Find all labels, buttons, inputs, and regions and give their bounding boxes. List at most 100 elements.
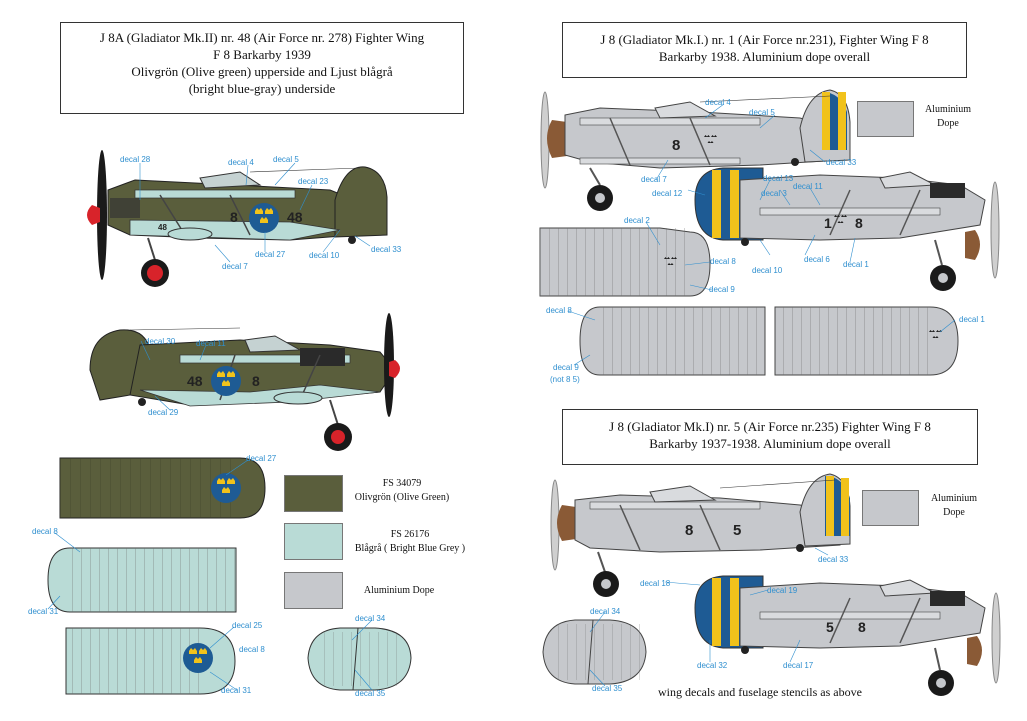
wing-olive-top — [59, 457, 266, 519]
left-title-line2: F 8 Barkarby 1939 — [213, 47, 311, 62]
code-1-a: 1 — [824, 215, 832, 231]
swatch-aluminium-name: Aluminium Dope — [363, 585, 435, 596]
wing-blue-lower-1 — [47, 547, 237, 613]
swatch-blue-grey — [284, 523, 343, 560]
wing-alu-1-lower-right — [774, 306, 959, 376]
right-bottom-title-line1: J 8 (Gladiator Mk.I) nr. 5 (Air Force nr… — [609, 419, 931, 434]
decal-label: decal 25 — [232, 621, 263, 630]
right-bottom-title-box: J 8 (Gladiator Mk.I) nr. 5 (Air Force nr… — [562, 409, 978, 465]
decal-label: decal 34 — [355, 614, 386, 623]
swatch-aluminium-top-line2: Dope — [937, 118, 959, 129]
swatch-blue-grey-text: FS 26176 Blågrå ( Bright Blue Grey ) — [340, 528, 480, 556]
decal-label: decal 31 — [221, 686, 252, 695]
decal-label: decal 29 — [148, 408, 179, 417]
left-title-box: J 8A (Gladiator Mk.II) nr. 48 (Air Force… — [60, 22, 464, 114]
decal-label: decal 6 — [804, 255, 830, 264]
left-title-line1: J 8A (Gladiator Mk.II) nr. 48 (Air Force… — [99, 30, 425, 45]
plane-alu-5-side-b: 5 8 — [694, 575, 1001, 696]
decal-label: decal 1 — [959, 315, 985, 324]
decal-label: decal 1 — [843, 260, 869, 269]
decal-label: decal 8 — [239, 645, 265, 654]
decal-label: decal 7 — [641, 175, 667, 184]
code-5-b: 5 — [826, 619, 834, 635]
decal-label: decal 34 — [590, 607, 621, 616]
code-8-a: 8 — [230, 209, 238, 225]
decal-label: decal 5 — [273, 155, 299, 164]
swatch-olive-code: FS 34079 — [382, 478, 422, 489]
tailplane-alu — [542, 619, 647, 685]
swatch-aluminium-bottom — [862, 490, 919, 526]
decal-leader-lines — [47, 103, 956, 691]
decal-label: decal 33 — [818, 555, 849, 564]
decal-label: decal 7 — [222, 262, 248, 271]
swatch-aluminium-bottom-line1: Aluminium — [930, 493, 978, 504]
decal-label: decal 35 — [355, 689, 386, 698]
left-title-line4: (bright blue-gray) underside — [188, 81, 336, 96]
code-8-f: 8 — [858, 619, 866, 635]
plane-alu-1-side-a: 8 — [540, 89, 851, 211]
swatch-olive-text: FS 34079 Olivgrön (Olive Green) — [342, 477, 462, 505]
decal-label: decal 32 — [697, 661, 728, 670]
swatch-olive-name: Olivgrön (Olive Green) — [354, 492, 450, 503]
decal-label: decal 33 — [371, 245, 402, 254]
swatch-blue-grey-code: FS 26176 — [390, 529, 430, 540]
decal-label: (not 8 5) — [550, 375, 580, 384]
decal-label: decal 19 — [767, 586, 798, 595]
code-8-e: 8 — [685, 522, 693, 539]
decal-label: decal 13 — [763, 174, 794, 183]
wing-alu-1-upper — [539, 227, 711, 297]
code-48-a: 48 — [287, 209, 303, 225]
swatch-aluminium-top — [857, 101, 914, 137]
plane-alu-1-side-b: 1 8 — [694, 167, 1000, 291]
decal-label: decal 23 — [298, 177, 329, 186]
decal-label: decal 17 — [783, 661, 814, 670]
right-top-title-line1: J 8 (Gladiator Mk.I.) nr. 1 (Air Force n… — [600, 32, 929, 47]
plane-alu-5-side-a: 8 5 — [550, 473, 851, 597]
decal-label: decal 4 — [705, 98, 731, 107]
decal-label: decal 9 — [709, 285, 735, 294]
swatch-aluminium-top-text: Aluminium Dope — [916, 103, 980, 131]
decal-label: decal 3 — [761, 189, 787, 198]
decal-label: decal 11 — [196, 339, 226, 348]
decal-label: decal 12 — [652, 189, 683, 198]
decal-label: decal 31 — [28, 607, 59, 616]
swatch-blue-grey-name: Blågrå ( Bright Blue Grey ) — [354, 543, 466, 554]
swatch-aluminium-text: Aluminium Dope — [344, 584, 454, 598]
code-8-c: 8 — [672, 137, 680, 154]
plane-olive-side-1: 8 48 48 — [87, 150, 388, 287]
code-48-b: 48 — [187, 373, 203, 389]
swatch-aluminium-top-line1: Aluminium — [924, 104, 972, 115]
decal-label: decal 33 — [826, 158, 857, 167]
swatch-olive — [284, 475, 343, 512]
swatch-aluminium-bottom-line2: Dope — [943, 507, 965, 518]
decal-label: decal 11 — [793, 182, 823, 191]
wing-blue-lower-2 — [65, 627, 236, 695]
tailplane-blue — [307, 627, 412, 691]
left-title-line3: Olivgrön (Olive green) upperside and Lju… — [131, 64, 393, 79]
footer-note: wing decals and fuselage stencils as abo… — [658, 685, 862, 699]
decal-label: decal 27 — [246, 454, 277, 463]
decal-label: decal 8 — [32, 527, 58, 536]
decal-label: decal 10 — [752, 266, 783, 275]
wing-alu-1-lower-left — [579, 306, 766, 376]
decal-label: decal 2 — [624, 216, 650, 225]
decal-label: decal 27 — [255, 250, 286, 259]
right-top-title-line2: Barkarby 1938. Aluminium dope overall — [658, 49, 871, 64]
decal-label: decal 10 — [309, 251, 340, 260]
code-8-d: 8 — [855, 215, 863, 231]
swatch-aluminium-bottom-text: Aluminium Dope — [922, 492, 986, 520]
decal-label: decal 8 — [710, 257, 736, 266]
decal-label: decal 4 — [228, 158, 254, 167]
right-bottom-title-line2: Barkarby 1937-1938. Aluminium dope overa… — [649, 436, 891, 451]
swatch-aluminium — [284, 572, 343, 609]
right-top-title-box: J 8 (Gladiator Mk.I.) nr. 1 (Air Force n… — [562, 22, 967, 78]
decal-label: decal 35 — [592, 684, 623, 693]
plane-olive-side-2: 48 8 — [89, 313, 400, 451]
decal-label: decal 30 — [145, 337, 176, 346]
decal-label: decal 9 — [553, 363, 579, 372]
decal-label: decal 5 — [749, 108, 775, 117]
code-8-b: 8 — [252, 373, 260, 389]
decal-label: decal 18 — [640, 579, 671, 588]
decal-label: decal 28 — [120, 155, 151, 164]
